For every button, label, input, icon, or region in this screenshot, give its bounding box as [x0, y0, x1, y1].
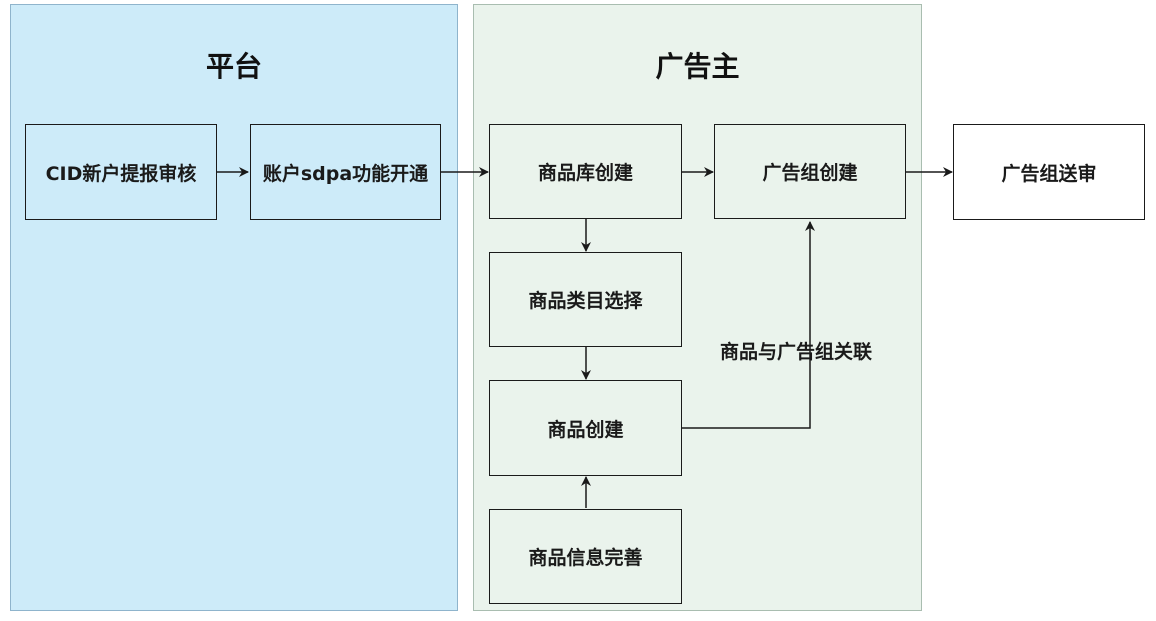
node-adgroup-submit: 广告组送审	[953, 124, 1145, 220]
node-adgroup-create: 广告组创建	[714, 124, 906, 219]
node-sdpa-open: 账户sdpa功能开通	[250, 124, 441, 220]
platform-lane-title: 平台	[205, 50, 262, 83]
node-product-info: 商品信息完善	[489, 509, 682, 604]
node-cid-review: CID新户提报审核	[25, 124, 217, 220]
edge-label-product-adgroup-link: 商品与广告组关联	[720, 341, 873, 363]
platform-lane: 平台	[10, 4, 458, 611]
advertiser-lane-title: 广告主	[655, 50, 740, 83]
node-product-create: 商品创建	[489, 380, 682, 476]
edge-product-to-adgroup	[682, 221, 815, 429]
node-catalog-create: 商品库创建	[489, 124, 682, 219]
node-category-select: 商品类目选择	[489, 252, 682, 347]
